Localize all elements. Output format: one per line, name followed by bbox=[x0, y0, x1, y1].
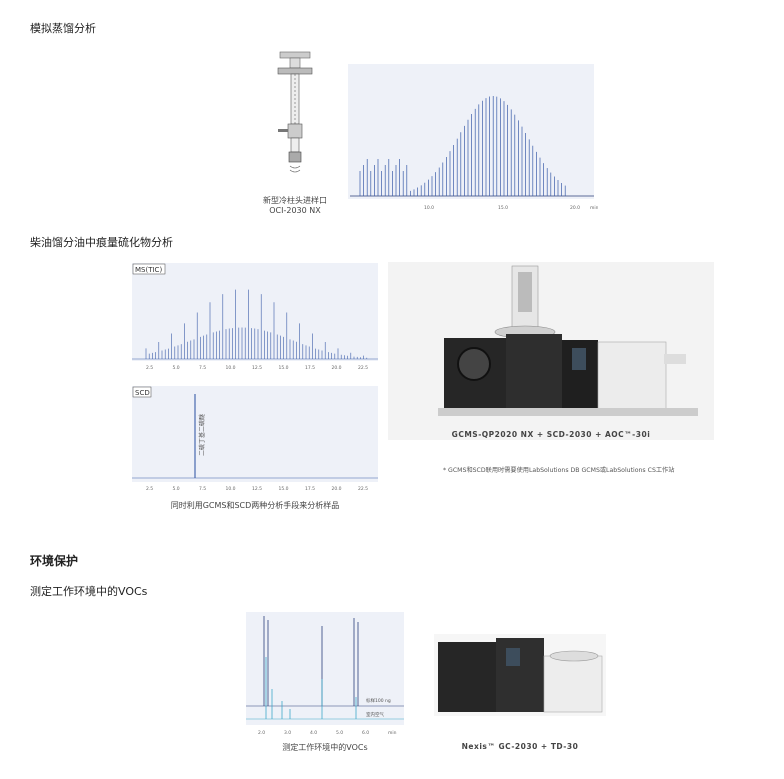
scd-tick: 20.0 bbox=[332, 486, 342, 492]
voc-label-std: 标样100 ng bbox=[366, 697, 391, 704]
section-title-diesel: 柴油馏分油中痕量硫化物分析 bbox=[30, 236, 173, 249]
nexis-instrument-photo bbox=[434, 634, 606, 716]
simdist-tick-1: 10.0 bbox=[424, 205, 434, 211]
scd-label: SCD bbox=[135, 389, 150, 397]
diesel-caption: 同时利用GCMS和SCD两种分析手段来分析样品 bbox=[170, 501, 340, 510]
ms-tick: 20.0 bbox=[332, 365, 342, 371]
gcms-note: * GCMS和SCD联用时需要使用LabSolutions DB GCMS或La… bbox=[443, 467, 675, 474]
simdist-tick-unit: min bbox=[590, 205, 598, 211]
scd-tick: 15.0 bbox=[279, 486, 289, 492]
voc-tick: 4.0 bbox=[310, 730, 317, 736]
simdist-tick-3: 20.0 bbox=[570, 205, 580, 211]
simdist-peaks bbox=[359, 96, 566, 196]
voc-tick: 5.0 bbox=[336, 730, 343, 736]
ms-tick: 2.5 bbox=[146, 365, 153, 371]
ms-tick: 22.5 bbox=[358, 365, 368, 371]
voc-ticks: 2.0 3.0 4.0 5.0 6.0 min bbox=[258, 730, 397, 736]
injector-caption-line2: OCI-2030 NX bbox=[269, 206, 321, 215]
scd-tick: 22.5 bbox=[358, 486, 368, 492]
voc-tick: 2.0 bbox=[258, 730, 265, 736]
nexis-product-name: Nexis™ GC-2030 + TD-30 bbox=[461, 742, 579, 751]
injector-illustration bbox=[277, 51, 313, 173]
scd-tick: 12.5 bbox=[252, 486, 262, 492]
ms-tic-chart: MS(TIC) 2.5 5.0 7.5 10.0 12.5 15.0 17.5 20.0 22.… bbox=[132, 263, 378, 371]
section-title-sim-dist: 模拟蒸馏分析 bbox=[30, 22, 96, 35]
ms-tick: 15.0 bbox=[279, 365, 289, 371]
ms-tick: 17.5 bbox=[305, 365, 315, 371]
voc-tick: 3.0 bbox=[284, 730, 291, 736]
ms-ticks: 2.55.07.510.012.515.017.520.022.5min bbox=[146, 365, 368, 371]
scd-ticks: 2.55.07.510.012.515.017.520.022.5min bbox=[146, 486, 368, 492]
simdist-tick-2: 15.0 bbox=[498, 205, 508, 211]
scd-tick: 17.5 bbox=[305, 486, 315, 492]
voc-tick: 6.0 bbox=[362, 730, 369, 736]
voc-peaks bbox=[263, 616, 359, 719]
gcms-product-name: GCMS-QP2020 NX + SCD-2030 + AOC™-30i bbox=[451, 430, 651, 439]
scd-tick: 5.0 bbox=[173, 486, 180, 492]
voc-caption: 测定工作环境中的VOCs bbox=[282, 743, 368, 752]
ms-tick: 7.5 bbox=[199, 365, 206, 371]
injector-caption-line1: 新型冷柱头进样口 bbox=[263, 196, 327, 205]
gcms-instrument-photo bbox=[388, 262, 714, 440]
ms-tick: 5.0 bbox=[173, 365, 180, 371]
ms-tick: 10.0 bbox=[226, 365, 236, 371]
scd-tick: 2.5 bbox=[146, 486, 153, 492]
scd-peak-label: 二硫丁基二硫醚 bbox=[198, 414, 206, 456]
simdist-chart: 10.0 15.0 20.0 min bbox=[348, 64, 598, 211]
scd-tick: 10.0 bbox=[226, 486, 236, 492]
voc-tick: min bbox=[388, 730, 397, 736]
voc-label-air: 室内空气 bbox=[366, 711, 384, 718]
voc-chart: 标样100 ng 室内空气 2.0 3.0 4.0 5.0 6.0 min bbox=[246, 612, 404, 736]
scd-tick: 7.5 bbox=[199, 486, 206, 492]
section-title-env: 环境保护 bbox=[30, 554, 79, 568]
section-subtitle-env: 测定工作环境中的VOCs bbox=[30, 585, 148, 598]
ms-tick: 12.5 bbox=[252, 365, 262, 371]
ms-tic-label: MS(TIC) bbox=[135, 266, 162, 274]
ms-peaks bbox=[145, 289, 368, 359]
scd-chart: SCD 二硫丁基二硫醚 2.5 5.0 7.5 10.0 12.5 15.0 17.5 20.… bbox=[132, 386, 378, 492]
